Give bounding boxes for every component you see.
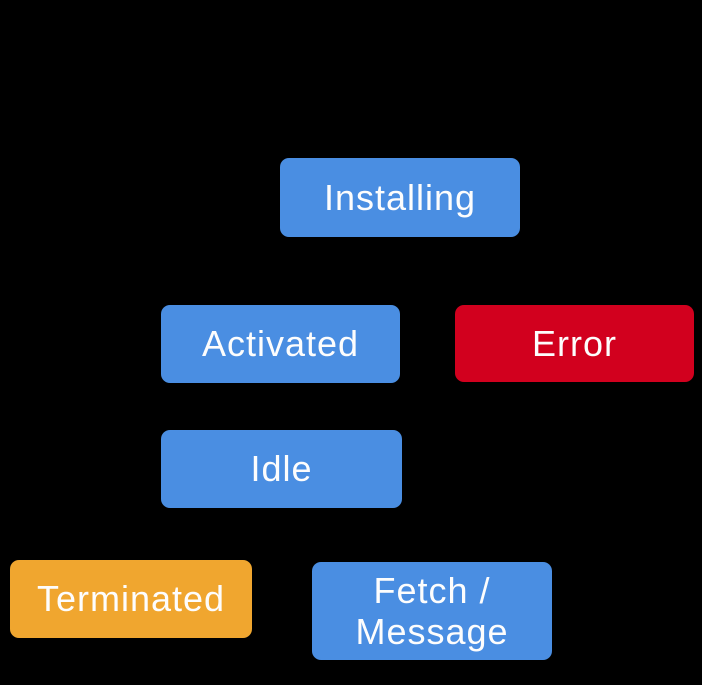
- state-node-installing: Installing: [280, 158, 520, 237]
- state-node-idle: Idle: [161, 430, 402, 508]
- state-node-error: Error: [455, 305, 694, 382]
- state-node-fetch-message: Fetch / Message: [312, 562, 552, 660]
- state-node-terminated: Terminated: [10, 560, 252, 638]
- state-node-activated: Activated: [161, 305, 400, 383]
